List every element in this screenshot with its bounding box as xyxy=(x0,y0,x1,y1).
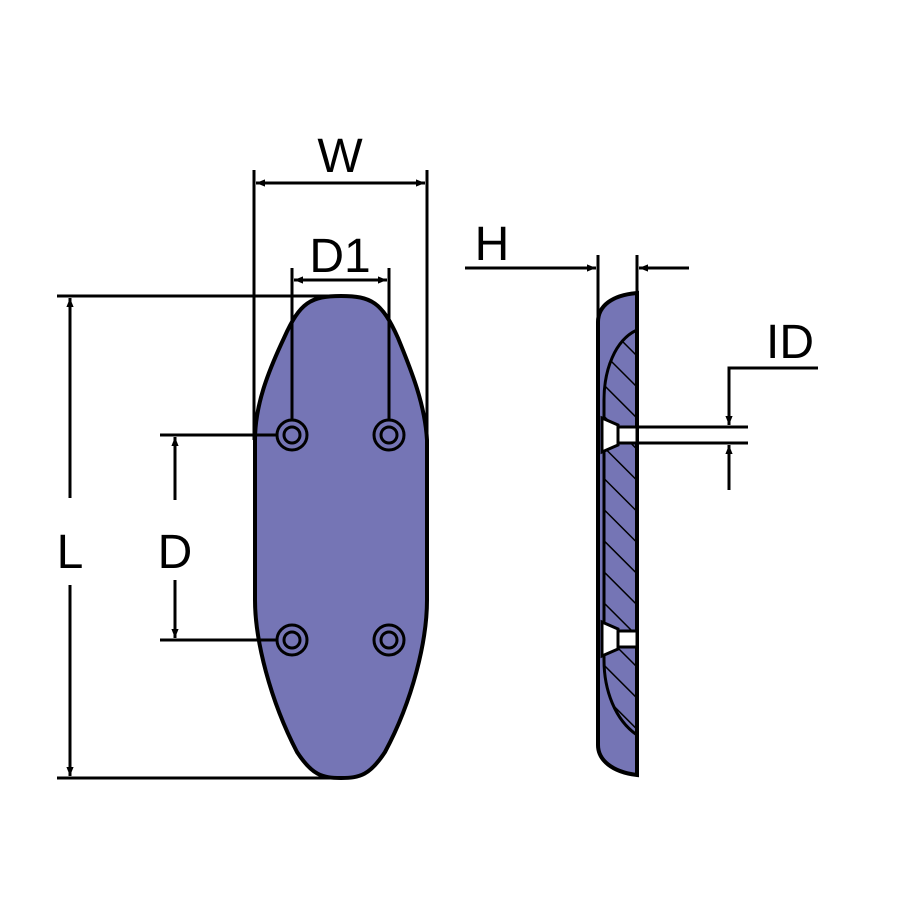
dimension-l: L xyxy=(57,294,341,780)
dimension-h: H xyxy=(465,218,689,320)
label-id: ID xyxy=(766,316,814,369)
label-h: H xyxy=(475,218,510,271)
anode-side-section-hatch xyxy=(602,327,639,738)
front-view: W D1 L D xyxy=(57,130,429,781)
anode-plate-body xyxy=(253,293,429,781)
side-hole-top xyxy=(600,415,639,455)
side-hole-bottom xyxy=(600,619,639,659)
dimension-w: W xyxy=(252,130,429,440)
dimension-d1: D1 xyxy=(290,230,391,420)
mounting-hole-bottom-right xyxy=(372,623,406,657)
label-l: L xyxy=(57,526,84,579)
label-w: W xyxy=(317,130,363,183)
dimension-d: D xyxy=(158,433,278,642)
label-d: D xyxy=(158,526,193,579)
label-d1: D1 xyxy=(309,230,370,283)
dimension-id: ID xyxy=(618,316,818,490)
side-view: H ID xyxy=(465,218,818,778)
